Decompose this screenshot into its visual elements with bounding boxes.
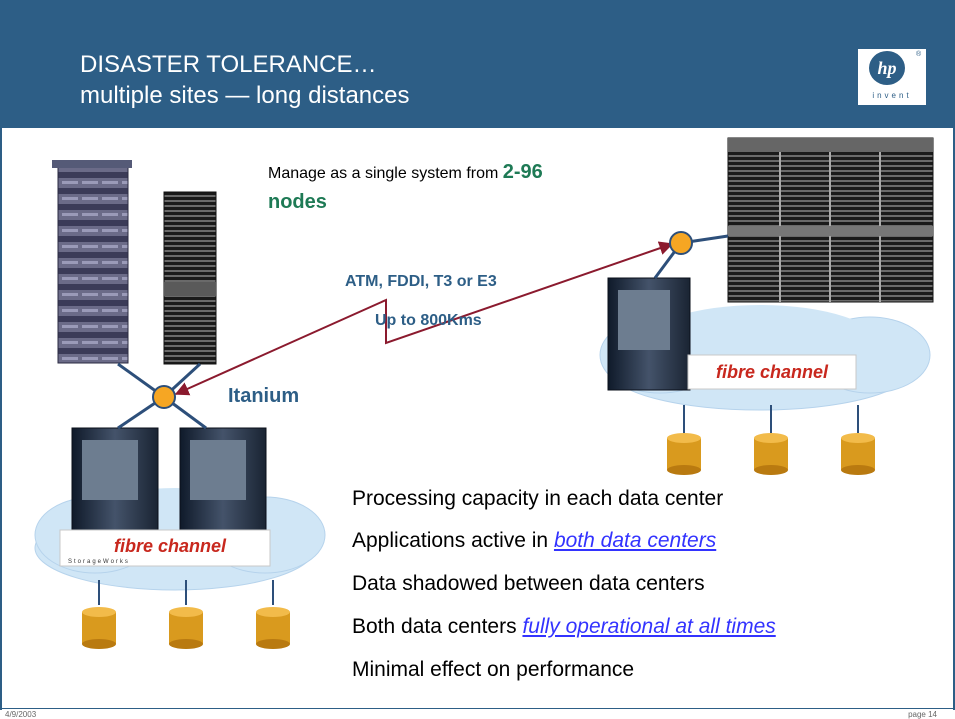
hyperlink-fully-operational[interactable]: fully operational at all times <box>522 615 776 638</box>
hub-node-left <box>152 385 176 409</box>
storageworks-label: StorageWorks <box>68 559 130 565</box>
disk-left-2 <box>169 607 203 649</box>
footer-date: 4/9/2003 <box>5 710 37 719</box>
footer-page-number: page 14 <box>908 710 937 719</box>
fibre-channel-banner-left: fibre channel StorageWorks <box>59 529 271 567</box>
fibre-label-right: fibre channel <box>716 362 829 382</box>
disk-left-3 <box>256 607 290 649</box>
manage-text: Manage as a single system from 2-96 nodes <box>268 158 668 218</box>
disk-links-left <box>98 580 274 605</box>
bullet-text: Applications active in <box>352 529 554 552</box>
manage-highlight-range: 2-96 <box>502 161 543 183</box>
wan-link-label-protocols: ATM, FDDI, T3 or E3 <box>345 273 497 290</box>
disk-links-right <box>683 405 859 433</box>
manage-text-lead: Manage as a single system from <box>268 165 503 182</box>
slide-title: DISASTER TOLERANCE… <box>80 51 377 78</box>
bullet-item: Processing capacity in each data center <box>352 487 723 511</box>
bullet-text: Processing capacity in each data center <box>352 487 724 510</box>
hp-logo-mark: hp <box>869 51 905 85</box>
bullet-item: Minimal effect on performance <box>352 658 634 682</box>
disk-left-1 <box>82 607 116 649</box>
slide-frame-bottom <box>0 708 955 709</box>
rack-server-left <box>52 160 132 364</box>
hub-node-right <box>669 231 693 255</box>
slide-frame-right <box>953 128 955 710</box>
fibre-channel-banner-right: fibre channel <box>687 354 857 390</box>
tower-server-right-small <box>607 277 691 391</box>
disk-right-2 <box>754 433 788 475</box>
bullet-text: Data shadowed between data centers <box>352 572 705 595</box>
tower-server-left-small-2 <box>179 427 267 537</box>
wan-link <box>174 241 674 396</box>
hp-logo-tagline: invent <box>872 91 912 100</box>
bullet-item: Applications active in both data centers <box>352 529 716 553</box>
rack-server-right <box>727 137 934 303</box>
tower-server-left <box>163 191 217 365</box>
disk-right-1 <box>667 433 701 475</box>
hp-logo: hp ® invent <box>858 49 926 105</box>
bullet-item: Both data centers fully operational at a… <box>352 615 776 639</box>
manage-highlight-nodes: nodes <box>268 191 327 213</box>
itanium-label: Itanium <box>228 385 300 407</box>
registered-mark: ® <box>916 51 922 58</box>
slide-header: DISASTER TOLERANCE… multiple sites — lon… <box>0 0 955 128</box>
fibre-label-left: fibre channel <box>114 536 227 556</box>
disk-right-3 <box>841 433 875 475</box>
slide-subtitle: multiple sites — long distances <box>80 82 410 109</box>
hyperlink-both-data-centers[interactable]: both data centers <box>553 529 717 552</box>
bullet-item: Data shadowed between data centers <box>352 572 705 596</box>
wan-link-label-distance: Up to 800Kms <box>375 312 482 329</box>
bullet-text: Both data centers <box>352 615 523 638</box>
tower-server-left-small-1 <box>71 427 159 537</box>
slide-frame-left <box>0 128 2 710</box>
bullet-text: Minimal effect on performance <box>352 658 635 681</box>
